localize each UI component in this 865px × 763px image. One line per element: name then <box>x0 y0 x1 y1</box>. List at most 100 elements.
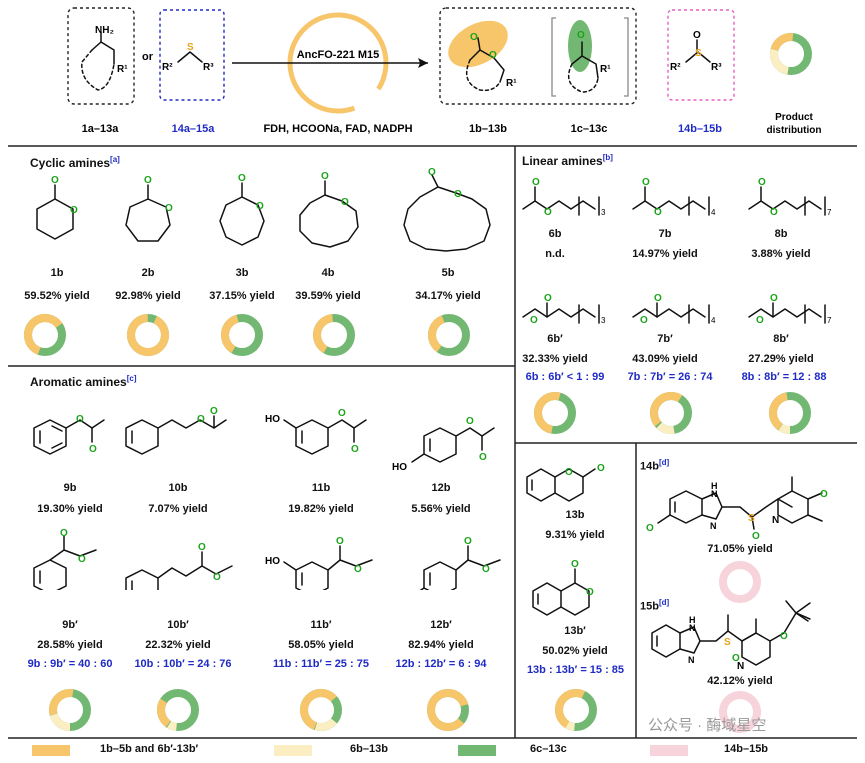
product-box <box>439 7 637 105</box>
linear-id-7b: 7b <box>658 228 672 240</box>
svg-text:O: O <box>51 175 59 186</box>
svg-text:H: H <box>689 615 696 625</box>
svg-text:H: H <box>711 481 718 491</box>
svg-text:O: O <box>321 171 329 182</box>
svg-text:O: O <box>466 416 474 427</box>
svg-text:O: O <box>752 531 760 542</box>
svg-text:7: 7 <box>827 316 832 325</box>
aromatic-id-12bp: 12b′ <box>430 619 452 631</box>
linear-yield-8b: 3.88% yield <box>751 248 811 260</box>
r1-label: R¹ <box>117 64 128 75</box>
svg-text:O: O <box>756 315 764 326</box>
linear-ratio-7: 7b : 7b′ = 26 : 74 <box>627 371 713 383</box>
aromatic-id-10bp: 10b′ <box>167 619 189 631</box>
svg-text:O: O <box>565 467 573 478</box>
svg-text:O: O <box>210 406 218 417</box>
sulfoxide-box <box>667 9 735 101</box>
r3-label: R³ <box>203 62 214 73</box>
amine-label: 1a–13a <box>82 123 120 135</box>
lactone-4b <box>299 180 359 248</box>
sulfoxide-r3: R³ <box>711 62 722 73</box>
svg-text:O: O <box>544 293 552 304</box>
svg-text:O: O <box>70 205 78 216</box>
donut-5b <box>428 314 470 356</box>
svg-text:N: N <box>710 521 717 531</box>
donut-2b <box>127 314 169 356</box>
linear-yield-6b: n.d. <box>545 248 565 260</box>
aromatic-yield-12bp: 82.94% yield <box>408 639 474 651</box>
ester-r1: R¹ <box>506 78 517 89</box>
aromatic-yield-10bp: 22.32% yield <box>145 639 211 651</box>
svg-text:O: O <box>479 452 487 463</box>
svg-text:O: O <box>732 653 740 664</box>
svg-text:HO: HO <box>265 556 280 567</box>
svg-text:O: O <box>144 175 152 186</box>
linear-yield-7bp: 43.09% yield <box>632 353 698 365</box>
aromatic-id-10b: 10b <box>168 482 188 494</box>
cyclic-id-1b: 1b <box>50 267 64 279</box>
linear-id-6b: 6b <box>548 228 562 240</box>
sulfide-box <box>159 9 225 101</box>
linear-ratio-8: 8b : 8b′ = 12 : 88 <box>741 371 827 383</box>
donut-6 <box>534 392 576 434</box>
aromatic-id-11bp: 11b′ <box>310 619 332 631</box>
lactone-id-13b: 13b <box>565 509 585 521</box>
svg-text:7: 7 <box>827 208 832 217</box>
svg-text:O: O <box>78 554 86 565</box>
svg-text:O: O <box>351 444 359 455</box>
aromatic-ratio-12: 12b : 12b′ = 6 : 94 <box>395 658 487 670</box>
svg-text:O: O <box>646 523 654 534</box>
enzyme-ring <box>287 12 389 114</box>
amine-box <box>67 7 135 105</box>
svg-text:3: 3 <box>601 208 606 217</box>
ketone-label: 1c–13c <box>571 123 608 135</box>
svg-text:O: O <box>238 173 246 184</box>
svg-text:N: N <box>689 623 696 633</box>
svg-text:O: O <box>758 177 766 188</box>
donut-8 <box>769 392 811 434</box>
svg-text:3: 3 <box>601 316 606 325</box>
svg-text:N: N <box>772 515 779 526</box>
svg-text:O: O <box>654 207 662 218</box>
cyclic-yield-1b: 59.52% yield <box>24 290 90 302</box>
svg-text:O: O <box>820 489 828 500</box>
aromatic-yield-10b: 7.07% yield <box>148 503 208 515</box>
ketone-o: O <box>577 30 585 41</box>
svg-text:O: O <box>640 315 648 326</box>
svg-text:O: O <box>464 536 472 547</box>
svg-text:O: O <box>780 631 788 642</box>
svg-text:O: O <box>770 207 778 218</box>
legend-swatch-lactone <box>274 745 312 756</box>
svg-text:O: O <box>454 189 462 200</box>
legend-swatch-ketone <box>458 745 496 756</box>
svg-text:O: O <box>76 414 84 425</box>
lactone-ratio-13: 13b : 13b′ = 15 : 85 <box>526 664 625 676</box>
legend-label-ester: 1b–5b and 6b′-13b′ <box>100 743 199 755</box>
svg-text:N: N <box>688 655 695 665</box>
svg-text:O: O <box>770 293 778 304</box>
donut-7 <box>650 392 692 434</box>
donut-1b <box>24 314 66 356</box>
aromatic-yield-11bp: 58.05% yield <box>288 639 354 651</box>
svg-text:S: S <box>748 513 755 524</box>
lactone-yield-13b: 9.31% yield <box>545 529 605 541</box>
sulfoxide-yield-14b: 71.05% yield <box>707 543 773 555</box>
linear-yield-8bp: 27.29% yield <box>748 353 814 365</box>
cyclic-yield-2b: 92.98% yield <box>115 290 181 302</box>
aromatic-ratio-11: 11b : 11b′ = 25 : 75 <box>273 658 369 670</box>
donut-4b <box>313 314 355 356</box>
svg-text:O: O <box>571 559 579 570</box>
lactone-2b <box>125 184 171 242</box>
svg-text:S: S <box>724 637 731 648</box>
svg-text:O: O <box>654 293 662 304</box>
aromatic-id-9b: 9b <box>63 482 77 494</box>
svg-text:O: O <box>336 536 344 547</box>
donut-9 <box>49 689 91 731</box>
aromatic-id-9bp: 9b′ <box>62 619 78 631</box>
legend-label-ketone: 6c–13c <box>530 743 567 755</box>
section-linear: Linear amines[b] <box>522 153 613 168</box>
ester-highlight <box>448 20 508 68</box>
linear-yield-6bp: 32.33% yield <box>522 353 588 365</box>
ester-carbonyl-o: O <box>470 32 478 43</box>
svg-text:O: O <box>544 207 552 218</box>
